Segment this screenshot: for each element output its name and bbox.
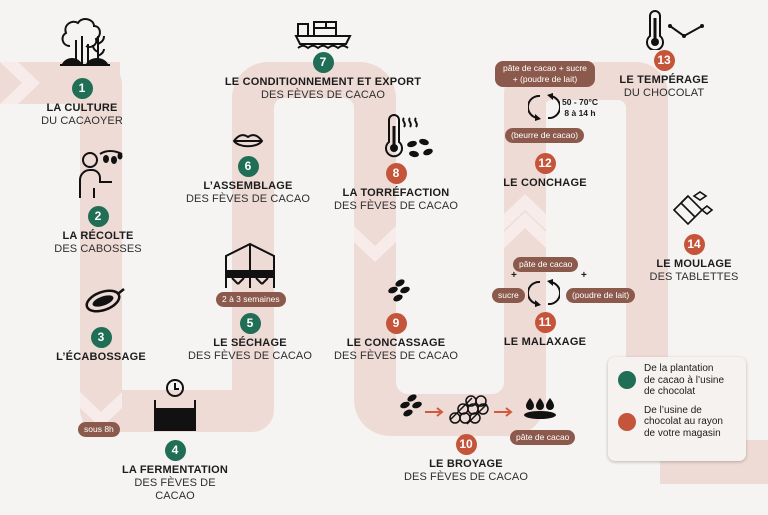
lips-icon [232,134,264,148]
step-8: 8 LA TORRÉFACTION DES FÈVES DE CACAO [296,163,496,213]
step-title: L’ÉCABOSSAGE [56,351,146,363]
broyage-output-pill: pâte de cacao [510,430,576,445]
step-subtitle: DES FÈVES DE CACAO [333,350,459,362]
step-number-badge: 13 [653,50,675,71]
cargo-ship-icon [294,21,352,50]
conchage-duration: 8 à 14 h [564,108,596,118]
drying-time-pill: 2 à 3 semaines [216,292,286,307]
step-subtitle: DES FÈVES DE CACAO [185,193,311,205]
legend-green-dot [618,371,636,390]
step-4: 4 LA FERMENTATION DES FÈVES DE CACAO [75,440,275,503]
step-subtitle: DU CHOCOLAT [623,87,705,99]
step-title: LE CONCASSAGE [346,337,446,349]
legend-text-line: de votre magasin [644,427,721,439]
step-3: 3 L’ÉCABOSSAGE [1,327,201,364]
legend: De la plantation de cacao à l’usine de c… [608,357,746,461]
step-7: 7 LE CONDITIONNEMENT ET EXPORT DES FÈVES… [193,52,453,102]
legend-text-line: chocolat au rayon [644,416,723,427]
step-subtitle: DU CACAOYER [41,115,123,127]
conchage-input-line2: + (poudre de lait) [512,74,578,84]
conchage-temperature: 50 - 70°C [562,97,599,107]
step-number-badge: 14 [683,234,705,255]
chocolate-pieces-icon [672,191,714,226]
step-5: 5 LE SÉCHAGE DES FÈVES DE CACAO [150,313,350,363]
fermentation-bin-clock-icon [154,379,196,431]
malaxage-input-cocoa-paste-pill: pâte de cacao [513,257,579,272]
step-subtitle: DES CABOSSES [54,243,142,255]
fermentation-time-pill: sous 8h [78,422,120,437]
step-subtitle: DES FÈVES DE [134,477,216,489]
legend-text-line: de chocolat [644,386,696,397]
step-number-badge: 9 [385,313,407,334]
conchage-input-pill: pâte de cacao + sucre + (poudre de lait) [495,61,595,87]
step-11: 11 LE MALAXAGE [445,312,645,349]
thermometer-curve-icon [646,10,704,50]
step-10: 10 LE BROYAGE DES FÈVES DE CACAO [366,434,566,484]
plus-sign: + [511,270,517,281]
mixing-cycle-icon [528,279,560,307]
step-subtitle: DES FÈVES DE CACAO [187,350,313,362]
cacao-pod-icon [85,288,125,313]
step-title: L’ASSEMBLAGE [203,180,293,192]
conchage-parameters: 50 - 70°C 8 à 14 h [562,97,598,119]
conchage-input-line1: pâte de cacao + sucre [503,63,587,73]
step-number-badge: 11 [534,312,556,333]
step-title: LE MOULAGE [656,258,732,270]
step-subtitle: DES FÈVES DE CACAO [260,89,386,101]
step-6: 6 L’ASSEMBLAGE DES FÈVES DE CACAO [148,156,348,206]
thermometer-beans-icon [385,114,433,158]
step-subtitle: DES FÈVES DE CACAO [333,200,459,212]
step-title: LE BROYAGE [429,458,503,470]
step-number-badge: 8 [385,163,407,184]
grinder-rollers-icon [449,395,489,425]
step-14: 14 LE MOULAGE DES TABLETTES [594,234,768,284]
step-title: LE MALAXAGE [503,336,587,348]
legend-text-line: de cacao à l’usine [644,374,725,386]
malaxage-input-milk-powder-pill: (poudre de lait) [566,288,636,303]
step-number-badge: 4 [164,440,186,461]
legend-text-line: De la plantation [644,363,714,374]
step-number-badge: 5 [239,313,261,334]
step-title: LA RÉCOLTE [62,230,134,242]
legend-item-plantation-to-factory: De la plantation de cacao à l’usine de c… [614,363,740,398]
conching-cycle-icon [528,93,560,121]
step-number-badge: 12 [534,153,556,174]
drying-rack-icon [225,242,275,288]
step-number-badge: 3 [90,327,112,348]
step-number-badge: 2 [87,206,109,227]
step-number-badge: 1 [71,78,93,99]
step-subtitle-line2: CACAO [155,490,195,502]
step-subtitle: DES TABLETTES [649,271,739,283]
beans-icon [388,279,410,302]
step-title: LA FERMENTATION [121,464,229,476]
harvest-person-icon [79,150,123,198]
legend-item-factory-to-store: De l’usine de chocolat au rayon de votre… [614,405,740,440]
step-title: LE SÉCHAGE [213,337,287,349]
malaxage-input-sugar-pill: sucre [492,288,525,303]
legend-orange-dot [618,412,636,431]
step-number-badge: 7 [312,52,334,73]
step-12: 12 LE CONCHAGE [445,153,645,190]
plus-sign: + [581,270,587,281]
beans-icon [400,394,422,417]
conchage-cocoa-butter-pill: (beurre de cacao) [505,128,585,143]
step-number-badge: 10 [455,434,477,455]
cacao-tree-icon [60,18,110,66]
step-number-badge: 6 [237,156,259,177]
step-subtitle: DES FÈVES DE CACAO [403,471,529,483]
arrow-right-icon [425,407,444,417]
arrow-right-icon [494,407,513,417]
step-title: LA TORRÉFACTION [342,187,450,199]
step-title: LE CONDITIONNEMENT ET EXPORT [224,76,422,88]
step-9: 9 LE CONCASSAGE DES FÈVES DE CACAO [296,313,496,363]
step-title: LE CONCHAGE [503,177,587,189]
cocoa-paste-drops-icon [524,398,556,419]
step-title: LE TEMPÉRAGE [619,74,709,86]
step-title: LA CULTURE [46,102,118,114]
legend-text-line: De l’usine de [644,404,702,416]
step-1: 1 LA CULTURE DU CACAOYER [0,78,182,128]
step-2: 2 LA RÉCOLTE DES CABOSSES [0,206,198,256]
step-13: 13 LE TEMPÉRAGE DU CHOCOLAT [564,50,764,100]
